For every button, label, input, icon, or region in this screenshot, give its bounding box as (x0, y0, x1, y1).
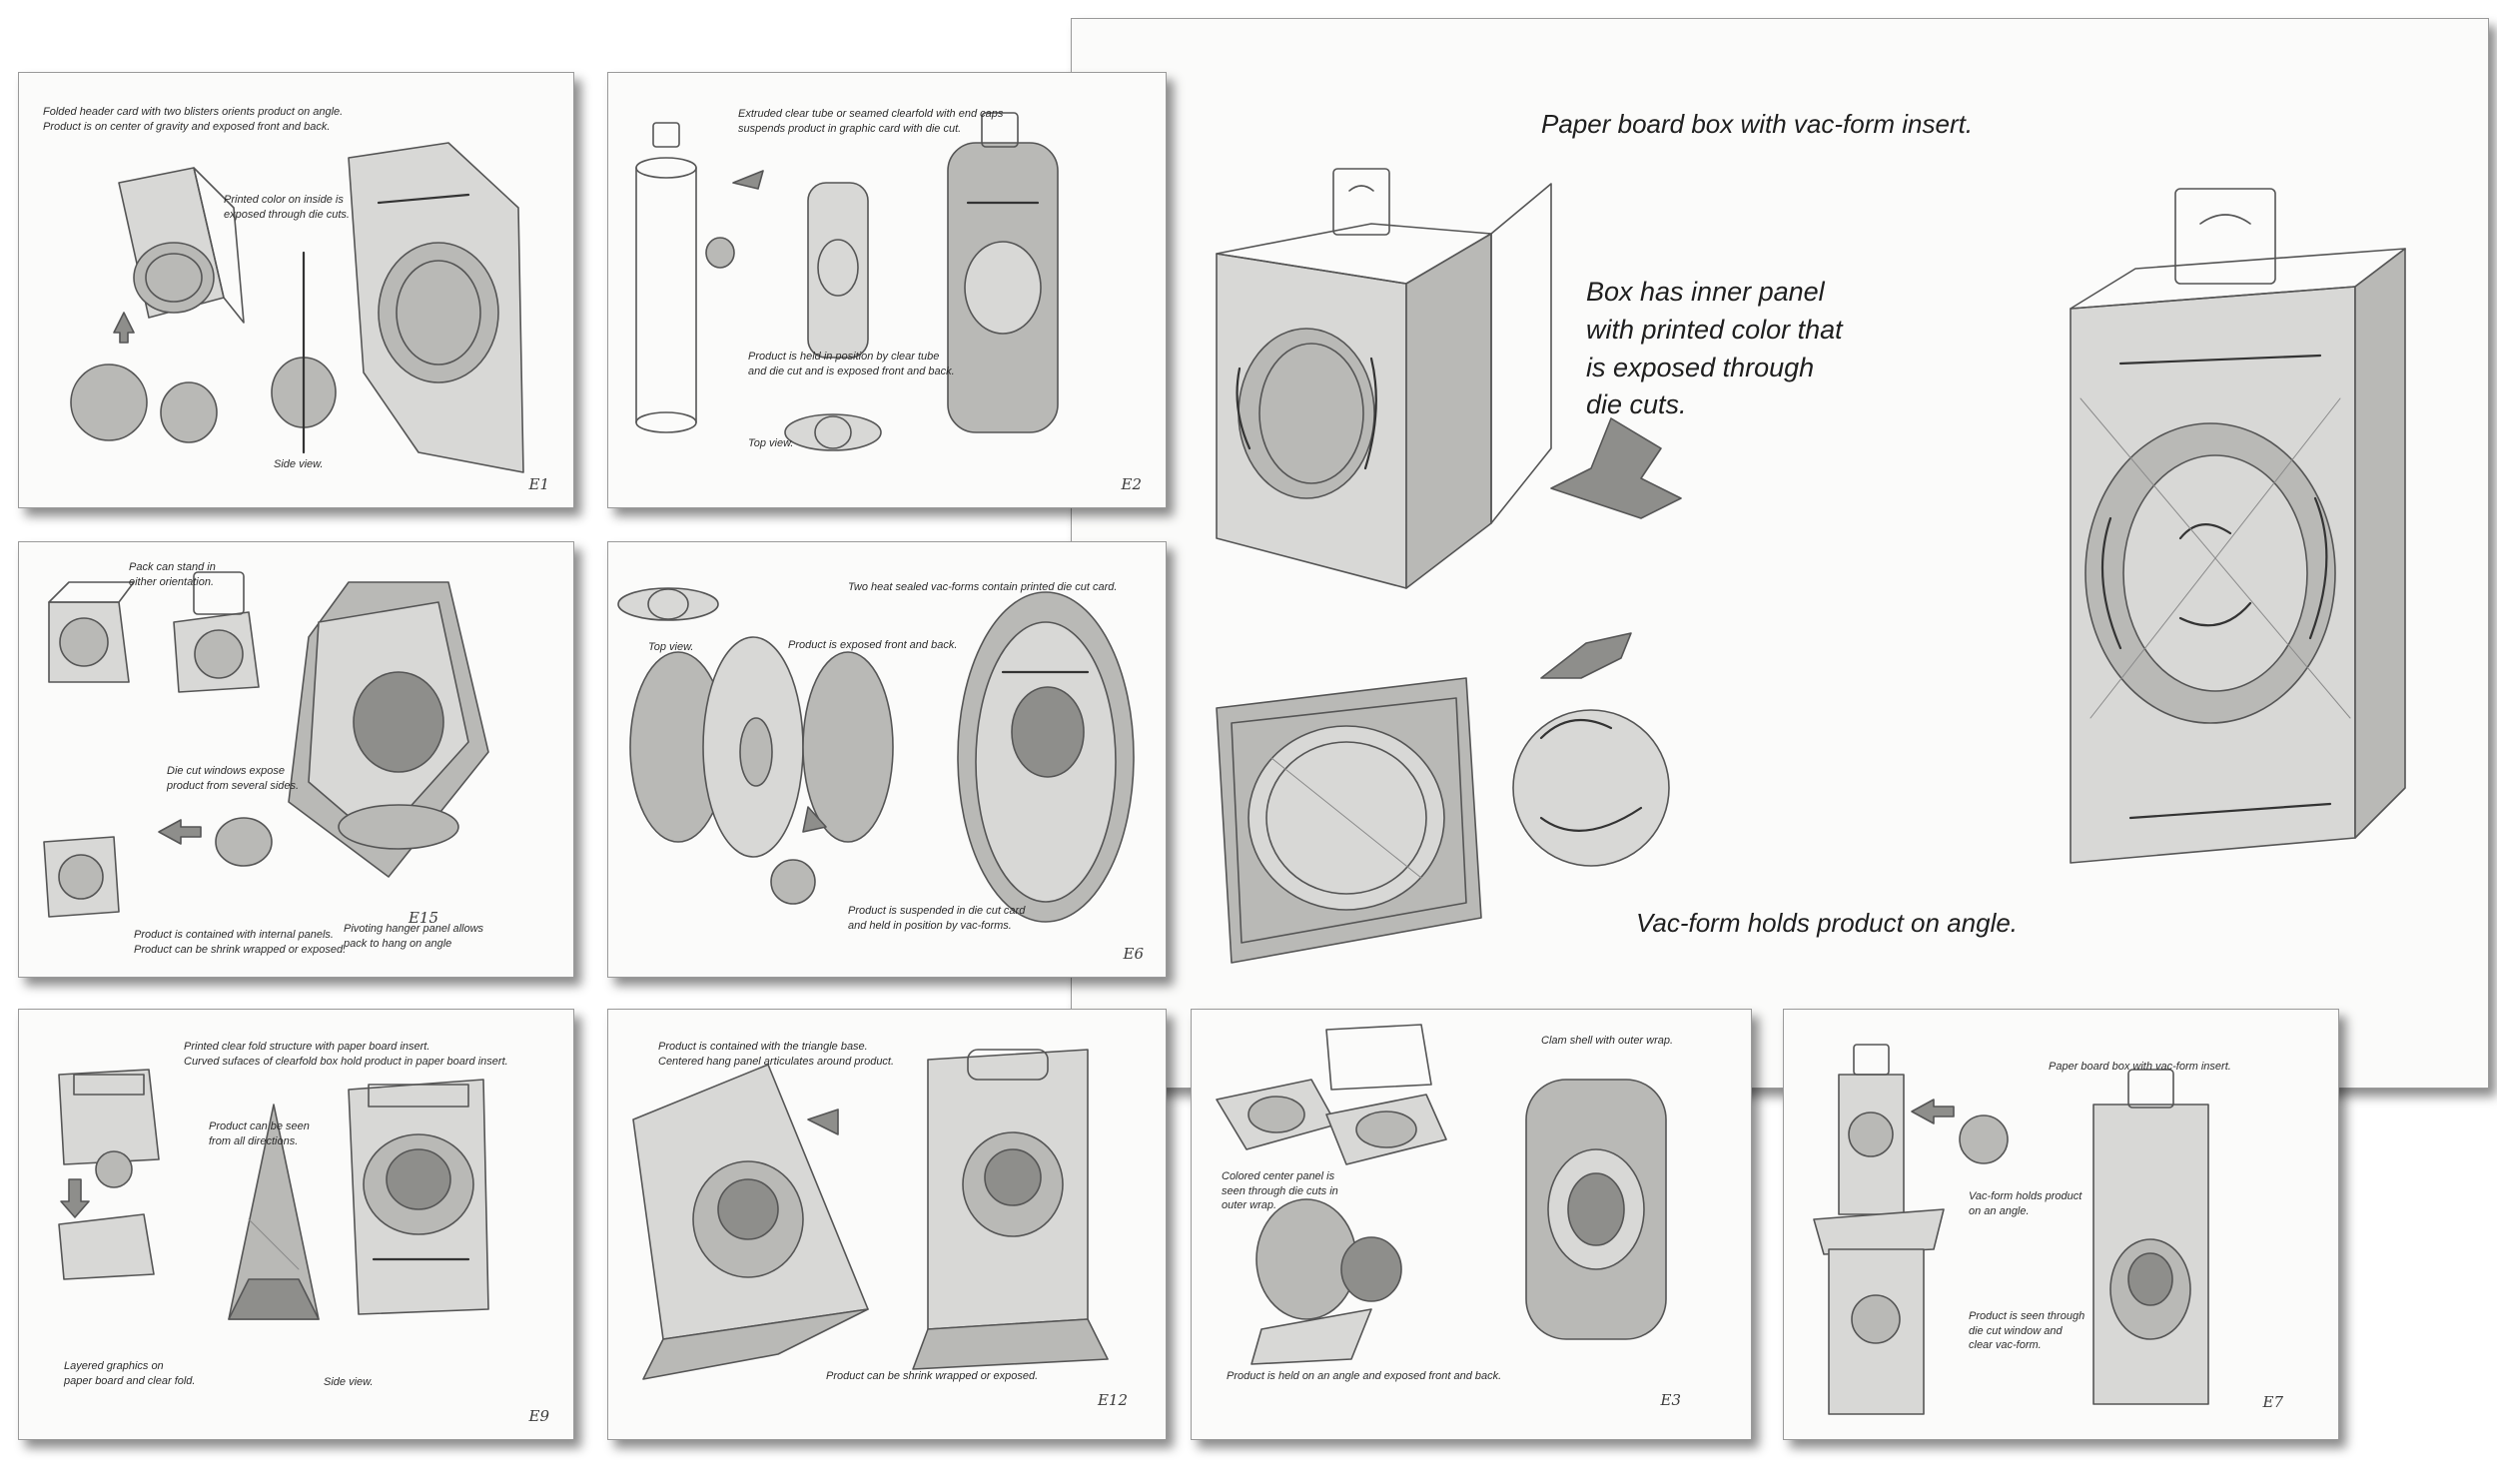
e12-note-1: Product is contained with the triangle b… (658, 1041, 895, 1068)
vac-form-oval-sketch (617, 587, 1135, 923)
concept-sheet-e1: Folded header card with two blisters ori… (18, 72, 574, 508)
e7-note-1: Paper board box with vac-form insert. (2049, 1061, 2231, 1073)
concept-sheet-e2: Extruded clear tube or seamed clearfold … (607, 72, 1167, 508)
e6-note-1: Two heat sealed vac-forms contain printe… (848, 581, 1118, 593)
e1-note-1: Folded header card with two blisters ori… (43, 106, 344, 133)
paper-board-box-sketch (1813, 1044, 2209, 1415)
clear-tube-sketch (635, 112, 1059, 451)
e9-sheet-code: E9 (528, 1407, 550, 1425)
e15-note-3: Product is contained with internal panel… (134, 929, 347, 956)
e6-sheet-code: E6 (1123, 945, 1145, 963)
e3-note-3: Product is held on an angle and exposed … (1227, 1370, 1502, 1382)
concept-sheet-e3: Clam shell with outer wrap. Colored cent… (1191, 1009, 1752, 1440)
e15-sheet-code: E15 (408, 909, 438, 927)
clearfold-paper-board-sketch (58, 1069, 489, 1320)
header-card-blister-sketch (70, 142, 524, 473)
e12-note-2: Product can be shrink wrapped or exposed… (826, 1370, 1039, 1382)
clam-shell-sketch (1216, 1024, 1667, 1365)
large-concept-sheet: Paper board box with vac-form insert. Bo… (1071, 18, 2489, 1089)
e9-note-1: Printed clear fold structure with paper … (184, 1041, 508, 1068)
large-sheet-angle-note: Vac-form holds product on angle. (1636, 908, 2019, 938)
box-with-vac-form-sketch (1216, 168, 2406, 964)
e7-sheet-code: E7 (2262, 1393, 2284, 1411)
e3-note-2: Colored center panel is seen through die… (1222, 1170, 1338, 1212)
e7-note-3: Product is seen through die cut window a… (1969, 1310, 2085, 1352)
concept-sheet-e9: Printed clear fold structure with paper … (18, 1009, 574, 1440)
e2-sheet-code: E2 (1121, 475, 1143, 493)
e1-sheet-code: E1 (528, 475, 550, 493)
cube-pack-sketch (43, 571, 489, 918)
large-sheet-title: Paper board box with vac-form insert. (1541, 109, 1974, 139)
e2-note-1: Extruded clear tube or seamed clearfold … (738, 108, 1004, 135)
e3-sheet-code: E3 (1660, 1391, 1682, 1409)
e1-note-2: Printed color on inside is exposed throu… (224, 194, 350, 221)
large-sheet-panel-note: Box has inner panel with printed color t… (1586, 277, 1843, 420)
concept-sheet-e7: Paper board box with vac-form insert. Va… (1783, 1009, 2339, 1440)
e9-note-2: Product can be seen from all directions. (209, 1120, 310, 1147)
e6-note-3: Product is exposed front and back. (788, 639, 958, 651)
e15-note-4: Pivoting hanger panel allows pack to han… (344, 923, 484, 950)
concept-sheet-e12: Product is contained with the triangle b… (607, 1009, 1167, 1440)
concept-sheet-e6: Two heat sealed vac-forms contain printe… (607, 541, 1167, 978)
e2-note-3: Top view. (748, 437, 794, 449)
e6-note-2: Top view. (648, 641, 694, 653)
e1-note-3: Side view. (274, 458, 324, 470)
e2-note-2: Product is held in position by clear tub… (748, 351, 955, 377)
e12-sheet-code: E12 (1097, 1391, 1128, 1409)
e7-note-2: Vac-form holds product on an angle. (1969, 1190, 2082, 1217)
e9-note-4: Side view. (324, 1376, 374, 1388)
e9-note-3: Layered graphics on paper board and clea… (64, 1360, 196, 1387)
triangle-base-sketch (632, 1049, 1109, 1380)
e15-note-1: Pack can stand in either orientation. (129, 561, 216, 588)
e15-note-2: Die cut windows expose product from seve… (167, 765, 300, 792)
e3-note-1: Clam shell with outer wrap. (1541, 1035, 1674, 1047)
e6-note-4: Product is suspended in die cut card and… (848, 905, 1026, 932)
concept-sheet-e15: Pack can stand in either orientation. Di… (18, 541, 574, 978)
